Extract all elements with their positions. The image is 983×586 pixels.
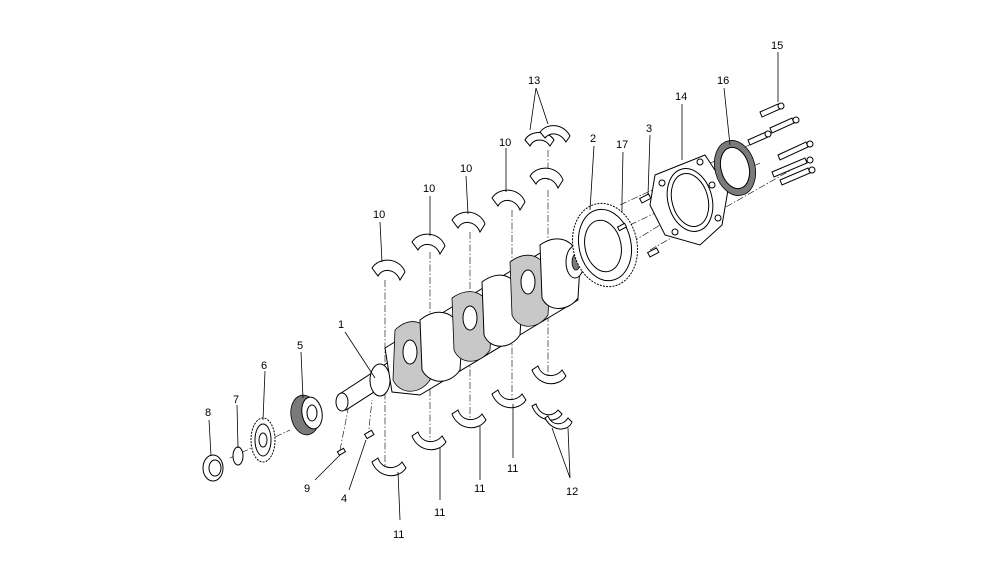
callout-5: 5 — [297, 340, 303, 352]
callout-3: 3 — [646, 123, 652, 135]
callout-14: 14 — [675, 91, 687, 103]
flange-bolts — [616, 193, 660, 258]
housing-bolts — [747, 102, 816, 186]
callout-15: 15 — [771, 40, 783, 52]
crankshaft — [335, 238, 585, 412]
callout-4: 4 — [341, 493, 347, 505]
leader-lines — [208, 52, 779, 521]
lower-thrust-washers — [531, 403, 573, 430]
callout-8: 8 — [205, 407, 211, 419]
callout-13: 13 — [528, 75, 540, 87]
callout-7: 7 — [233, 394, 239, 406]
callout-2: 2 — [590, 133, 596, 145]
callout-16: 16 — [717, 75, 729, 87]
callout-labels: 1 2 3 4 5 6 7 8 9 10 10 10 10 11 11 11 1… — [205, 40, 783, 541]
callout-11b: 11 — [434, 507, 445, 519]
callout-10b: 10 — [423, 183, 435, 195]
callout-17: 17 — [616, 139, 628, 151]
callout-10d: 10 — [499, 137, 511, 149]
callout-11d: 11 — [507, 463, 518, 475]
callout-9: 9 — [304, 483, 310, 495]
lower-bearing-shells — [371, 365, 567, 477]
upper-bearing-shells — [371, 167, 564, 282]
callout-10a: 10 — [373, 209, 385, 221]
woodruff-keys — [336, 429, 375, 456]
rear-seal-housing — [649, 154, 729, 246]
callout-1: 1 — [338, 319, 344, 331]
callout-11c: 11 — [474, 483, 485, 495]
front-seal — [202, 454, 224, 482]
callout-6: 6 — [261, 360, 267, 372]
callout-12: 12 — [566, 486, 578, 498]
rear-oil-seal — [713, 140, 757, 196]
callout-10c: 10 — [460, 163, 472, 175]
ring-gear — [572, 202, 638, 288]
crankshaft-gear — [290, 394, 323, 436]
upper-thrust-washers — [524, 125, 571, 147]
snap-ring — [232, 446, 244, 466]
timing-gear — [250, 417, 276, 463]
callout-11a: 11 — [393, 529, 404, 541]
